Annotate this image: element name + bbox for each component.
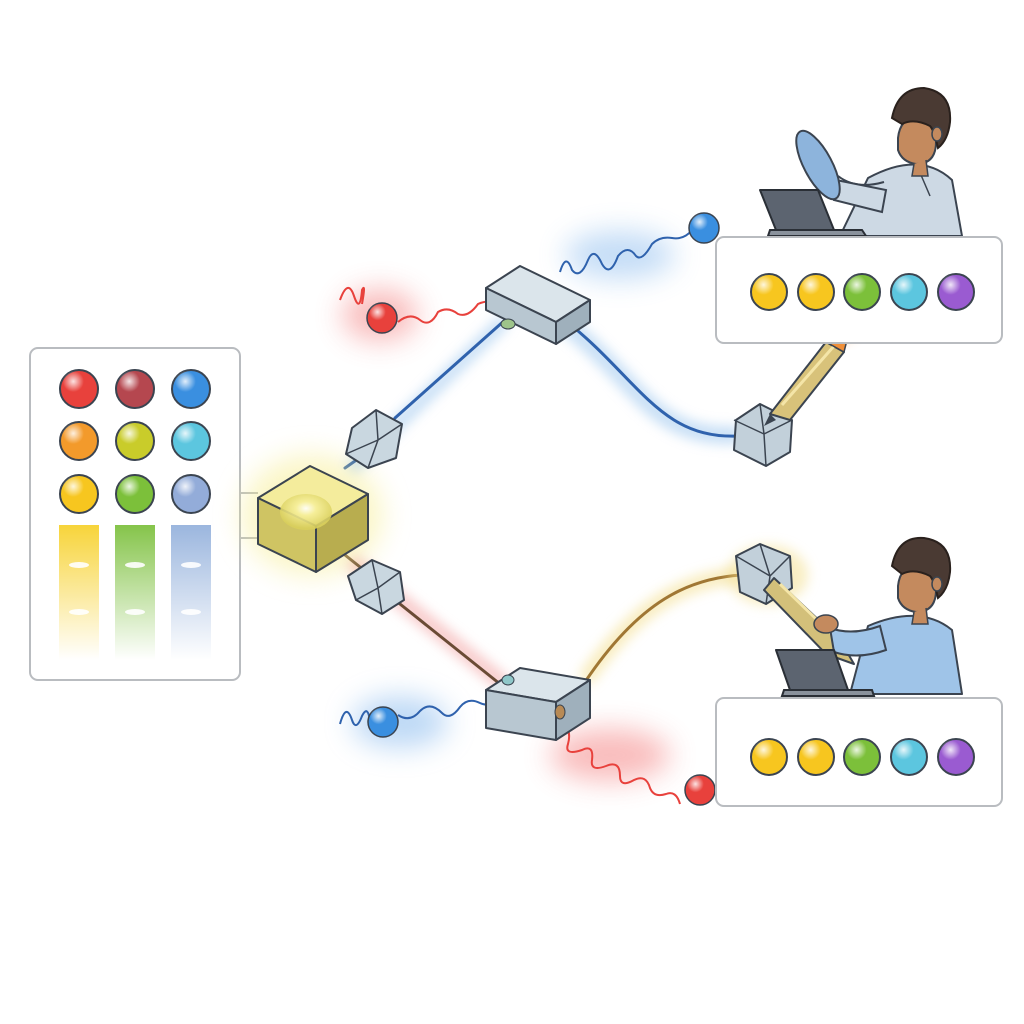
crystal-icon-upper [345, 409, 403, 469]
fiber-upper-splitter-detector [563, 318, 742, 438]
detector-icon-upper [733, 403, 793, 467]
glowing-cube-icon [242, 455, 382, 575]
beam-splitter-icon-upper [485, 265, 591, 345]
fiber-lower-splitter-detector [583, 573, 744, 684]
crystal-icon-lower [347, 559, 405, 615]
researcher-icon-top [795, 86, 963, 237]
fiber-glows [344, 312, 741, 692]
laptop-icon-bottom [775, 649, 876, 697]
detector-icon-lower [728, 543, 808, 605]
photon-bottom-left [339, 696, 495, 748]
photon-bottom-right [550, 719, 716, 806]
researcher-icon-bottom [813, 536, 963, 695]
spectrum-bar [115, 525, 155, 660]
photon-top-left [339, 286, 499, 341]
receiver-panel-top [715, 236, 1003, 344]
photon-top-right [559, 212, 720, 279]
laptop-icon-top [759, 189, 868, 237]
receiver-panel-bottom [715, 697, 1003, 807]
spectrum-bar [59, 525, 99, 660]
optical-fibers [343, 318, 744, 690]
source-palette-panel [29, 347, 258, 681]
spectrum-bar [171, 525, 211, 660]
beam-splitter-icon-lower [485, 667, 591, 741]
